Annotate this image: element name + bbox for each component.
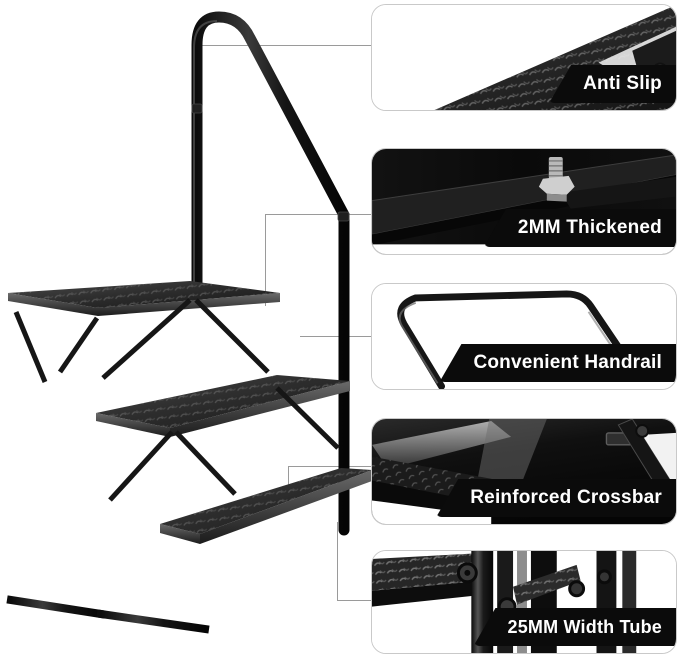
connector-line-width-tube (337, 600, 372, 601)
bottom-step-tread (160, 468, 372, 544)
feature-panel-handrail: Convenient Handrail (371, 283, 677, 390)
feature-label-thickened: 2MM Thickened (483, 209, 676, 247)
connector-line-crossbar (288, 466, 372, 467)
product-illustration (6, 11, 372, 636)
handrail-tube (191, 11, 350, 536)
feature-label-handrail: Convenient Handrail (439, 344, 676, 382)
feature-panel-crossbar: Reinforced Crossbar (371, 418, 677, 525)
middle-step-tread (96, 375, 350, 437)
feature-panel-width-tube: 25MM Width Tube (371, 550, 677, 654)
feature-label-width-tube: 25MM Width Tube (473, 608, 676, 646)
support-leg (6, 281, 280, 617)
feature-label-crossbar: Reinforced Crossbar (436, 479, 676, 517)
bolt-icon (538, 156, 575, 202)
connector-line-thickened-vertical (265, 214, 266, 306)
top-step-tread (8, 281, 280, 316)
feature-label-anti-slip: Anti Slip (549, 65, 676, 103)
feature-panel-anti-slip: Anti Slip (371, 4, 677, 111)
connector-line-anti-slip (196, 45, 372, 46)
connector-line-handrail (300, 336, 372, 337)
diagonal-brace (13, 298, 270, 383)
connector-line-thickened (265, 214, 372, 215)
feature-panel-thickened: 2MM Thickened (371, 148, 677, 255)
